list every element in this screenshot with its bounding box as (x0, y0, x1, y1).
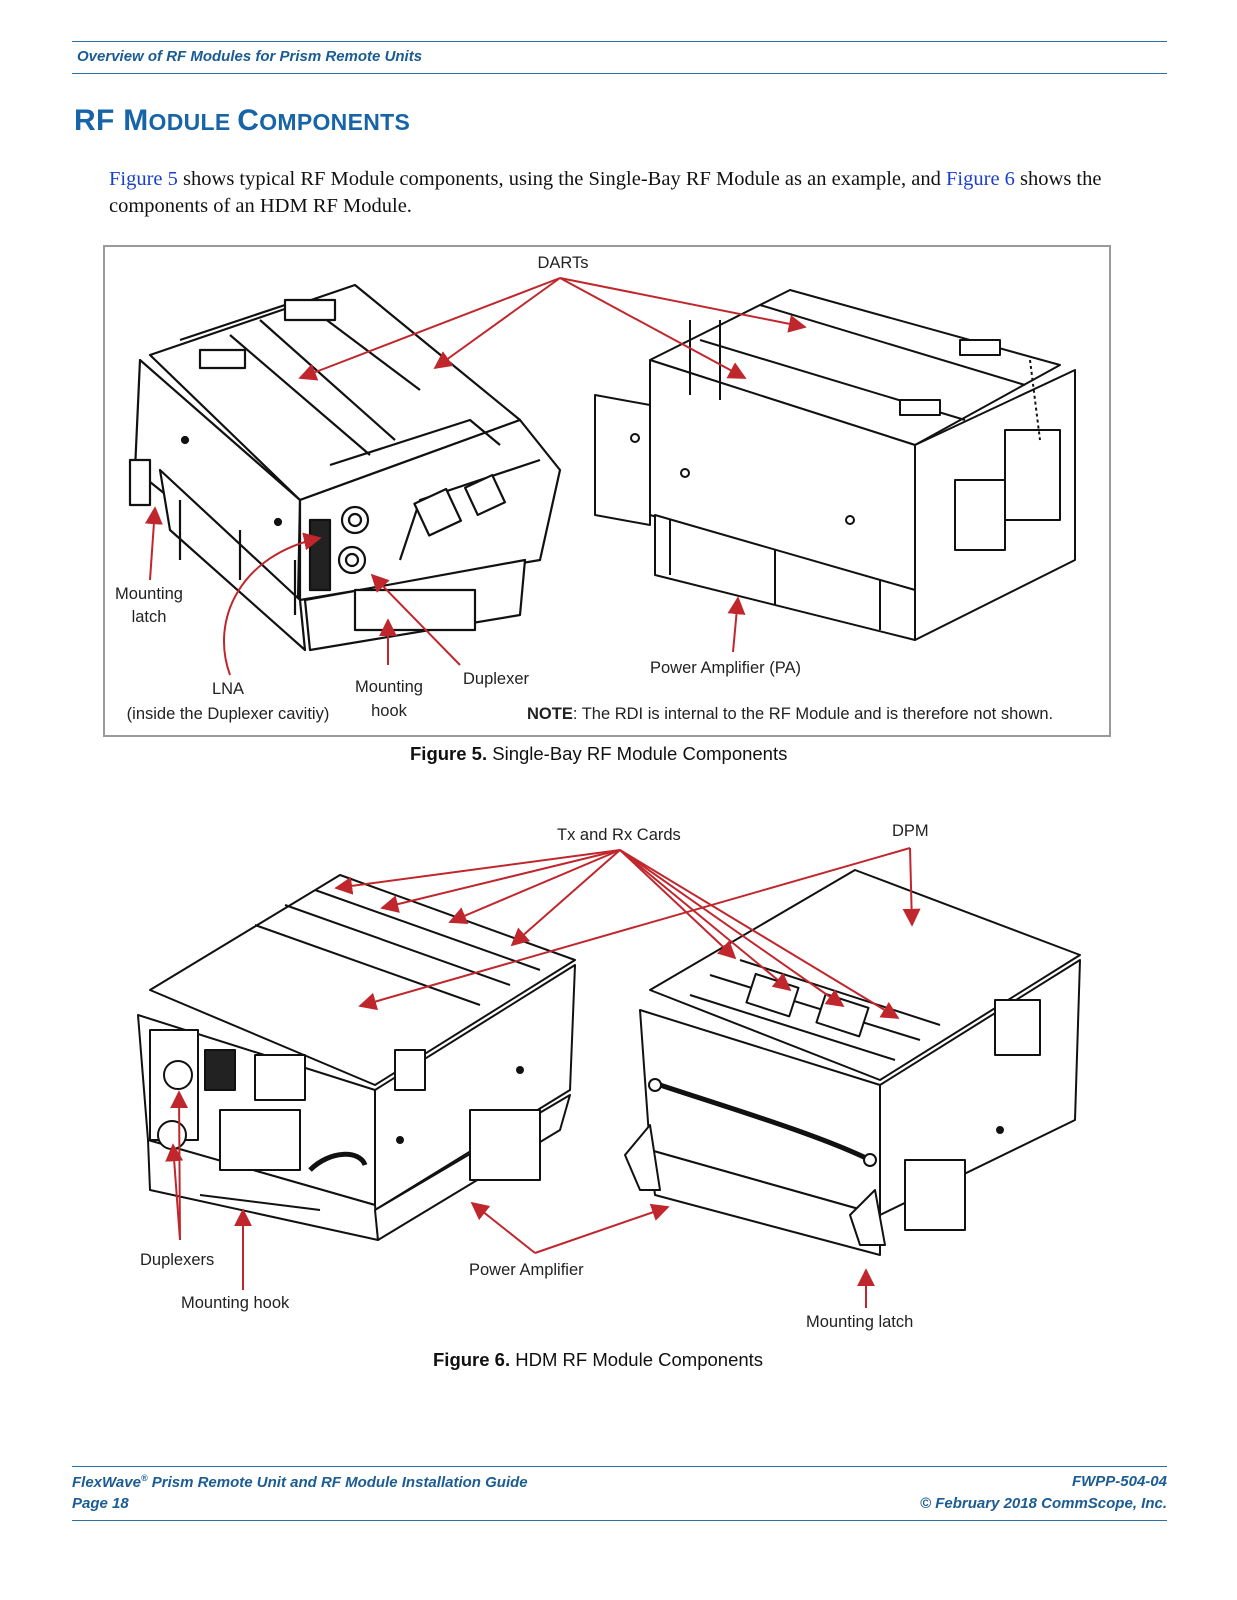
hdm-module-right (624, 869, 1081, 1256)
label-mounting-hook-line1: Mounting (355, 678, 423, 696)
footer-rule-top (72, 1466, 1167, 1467)
label-darts: DARTs (537, 254, 589, 272)
figure5-caption: Figure 5. Single-Bay RF Module Component… (410, 743, 788, 764)
footer-page-number: Page 18 (72, 1495, 129, 1512)
header-rule-top (72, 41, 1167, 42)
header-rule-bottom (72, 73, 1167, 74)
section-title: RF MODULE COMPONENTS (74, 104, 411, 137)
hdm-module-left (137, 874, 576, 1241)
label-tx-rx-cards: Tx and Rx Cards (557, 826, 681, 844)
single-bay-module-right (594, 289, 1076, 641)
single-bay-module-left (128, 283, 562, 652)
label-mounting-latch-line1: Mounting (115, 585, 183, 603)
figure5-note: NOTE: The RDI is internal to the RF Modu… (527, 705, 1054, 723)
footer-doc-number: FWPP-504-04 (1071, 1473, 1167, 1490)
figure5-link[interactable]: Figure 5 (109, 168, 178, 190)
footer-copyright: © February 2018 CommScope, Inc. (920, 1495, 1167, 1512)
label-duplexer: Duplexer (463, 670, 530, 688)
label-power-amplifier-pa: Power Amplifier (PA) (650, 659, 801, 677)
label-mounting-hook-line2: hook (371, 702, 407, 720)
figure6-link[interactable]: Figure 6 (946, 168, 1015, 190)
label-mounting-latch-line2: latch (131, 608, 167, 626)
running-header: Overview of RF Modules for Prism Remote … (77, 48, 423, 65)
intro-paragraph: Figure 5 shows typical RF Module compone… (109, 168, 1102, 217)
footer-doc-title: FlexWave® Prism Remote Unit and RF Modul… (72, 1473, 528, 1491)
label-duplexers: Duplexers (140, 1251, 215, 1269)
figure6-callouts (165, 847, 921, 1308)
label-lna-line2: (inside the Duplexer cavitiy) (126, 705, 330, 723)
label-dpm: DPM (892, 822, 929, 840)
label-mounting-latch: Mounting latch (806, 1313, 914, 1331)
label-mounting-hook: Mounting hook (181, 1294, 290, 1312)
label-lna-line1: LNA (211, 680, 245, 698)
label-power-amplifier: Power Amplifier (469, 1261, 584, 1279)
figure6-caption: Figure 6. HDM RF Module Components (433, 1349, 764, 1370)
figure5-callouts (144, 277, 807, 676)
footer-rule-bottom (72, 1520, 1167, 1521)
